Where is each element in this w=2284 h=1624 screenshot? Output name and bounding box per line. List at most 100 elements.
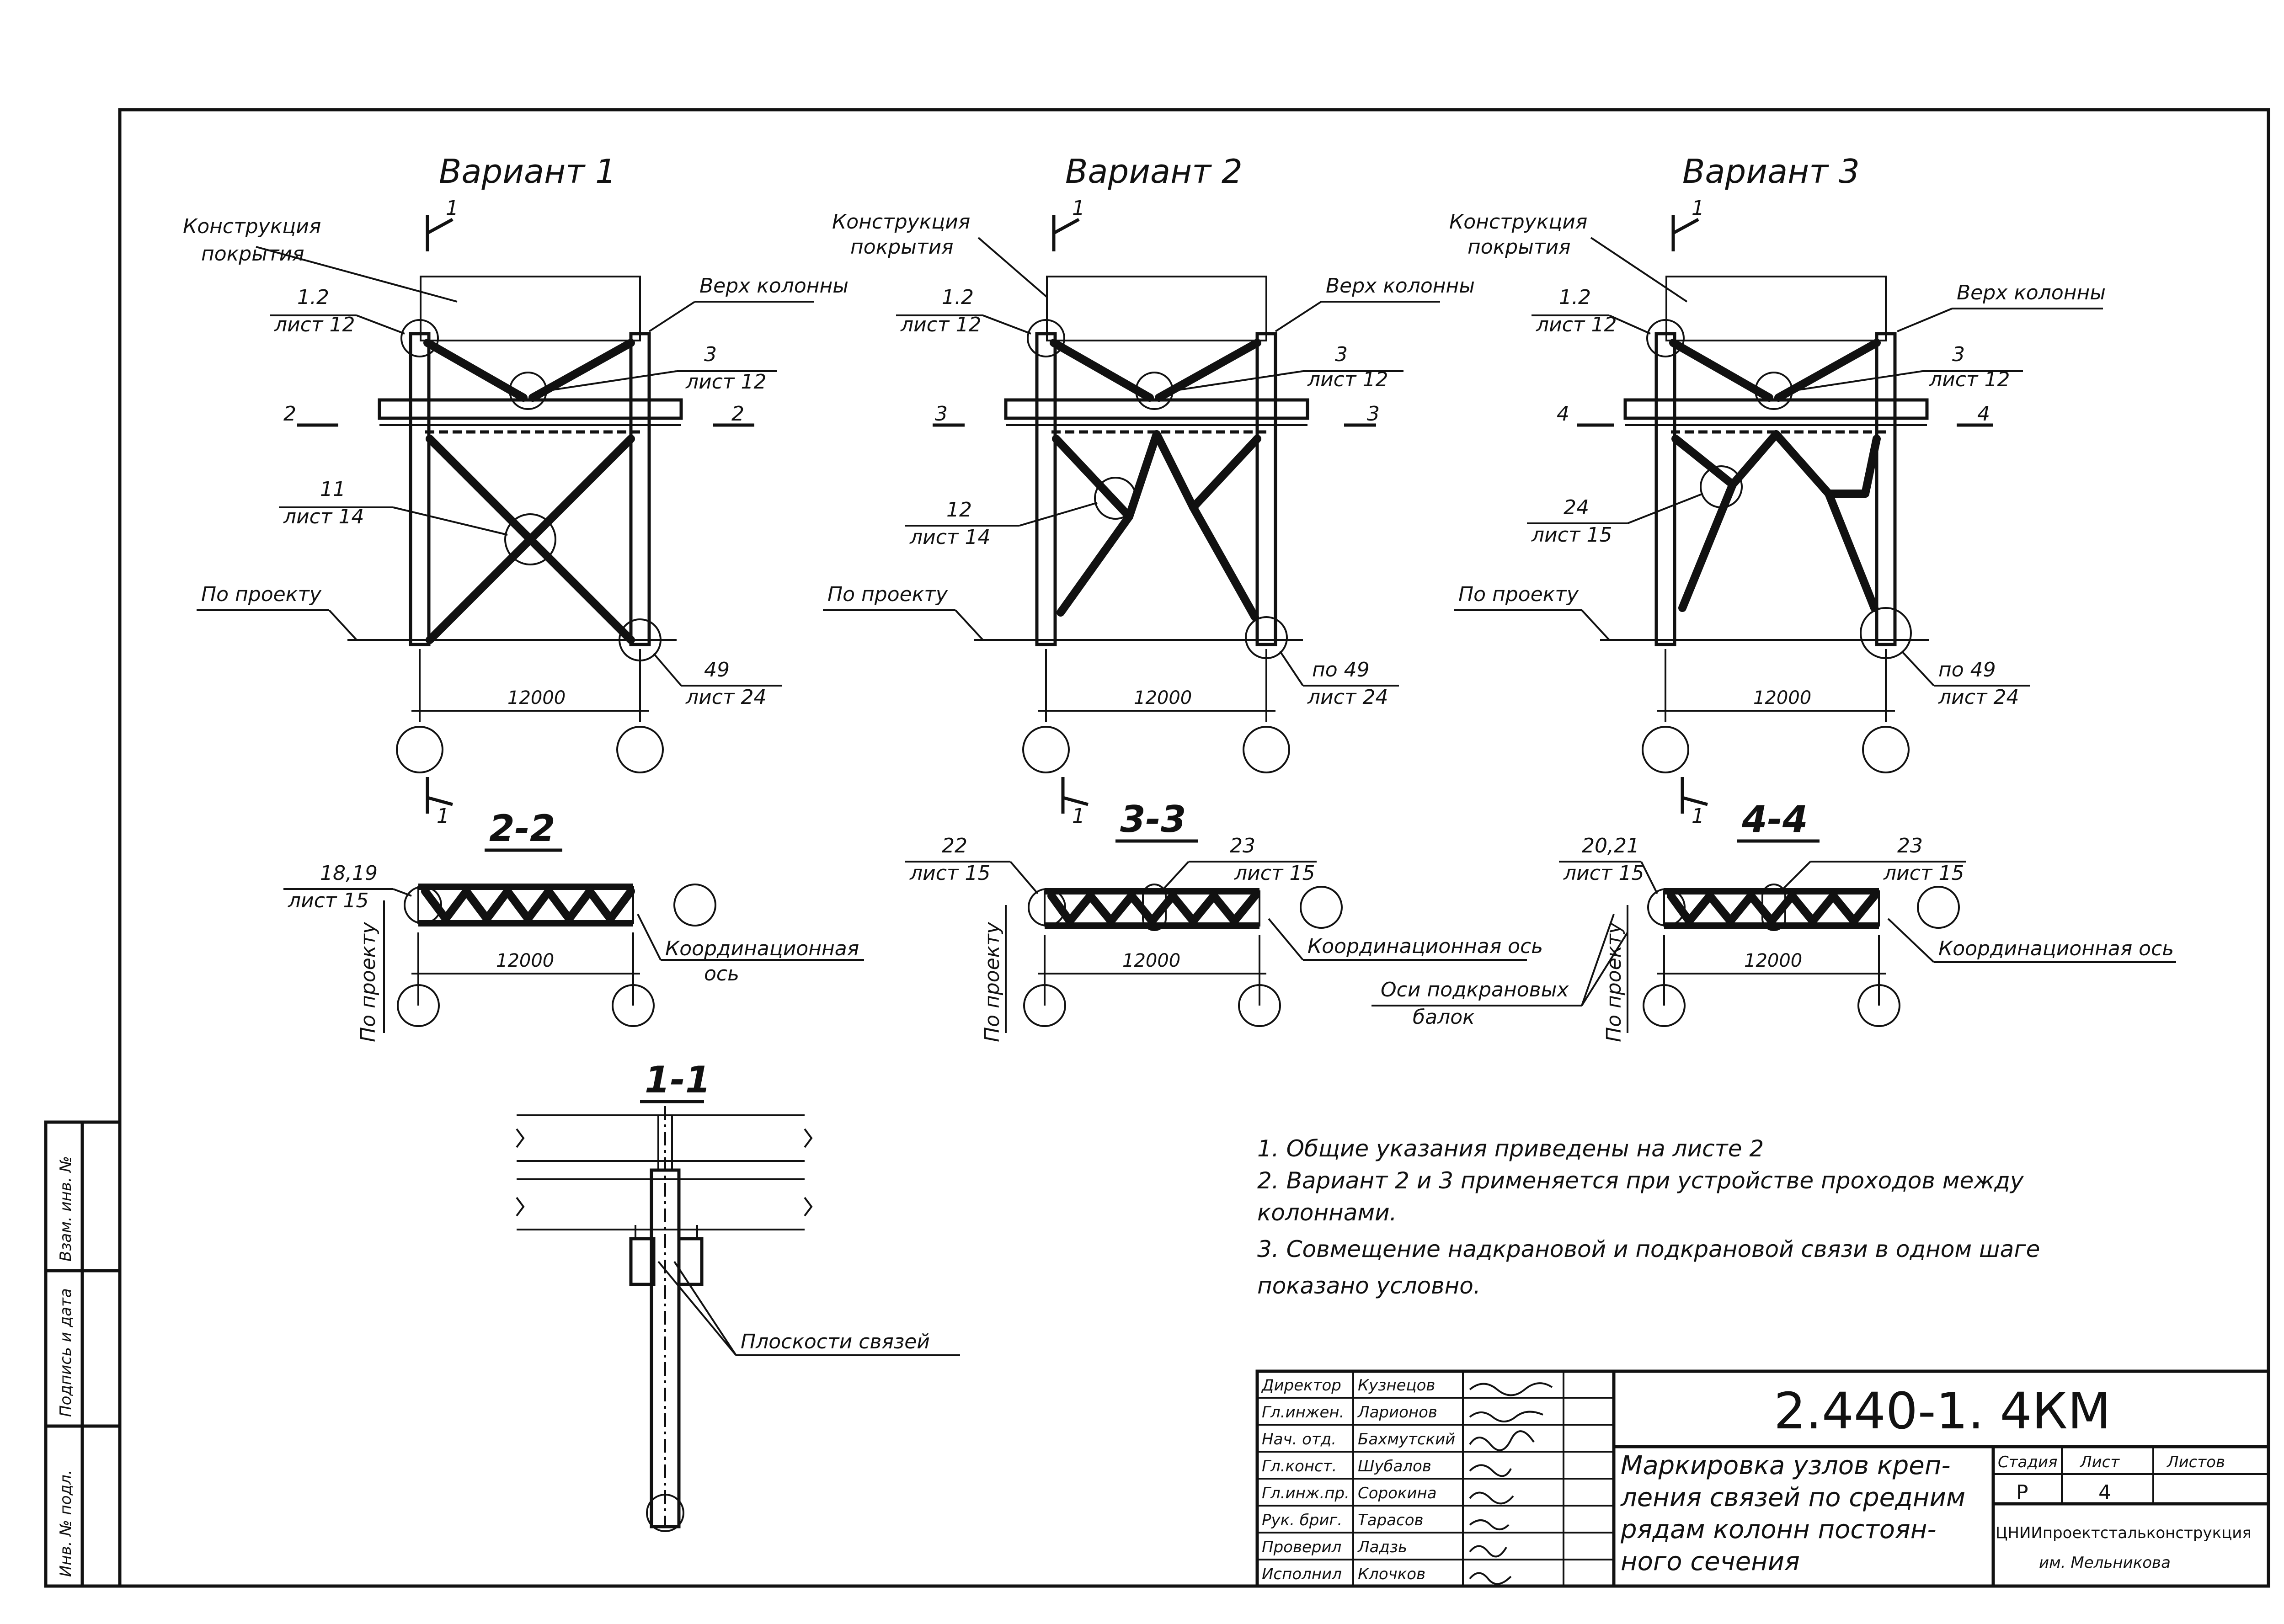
roof-leader bbox=[977, 237, 1048, 298]
crane-axes-callout: Оси подкрановых балок bbox=[1371, 914, 1628, 1029]
variant-1-title: Вариант 1 bbox=[439, 152, 616, 191]
node-1-2-sheet: лист 12 bbox=[900, 313, 982, 336]
node-12-sheet: лист 14 bbox=[909, 526, 991, 549]
axis-bubble-right bbox=[1243, 726, 1290, 773]
node-1-2-num: 1.2 bbox=[297, 286, 329, 309]
cut-1-bottom-arrow bbox=[1062, 796, 1089, 806]
roof-label-1: Конструкция bbox=[1449, 210, 1587, 234]
planes-label: Плоскости связей bbox=[741, 1330, 930, 1353]
coord-axis-leader bbox=[1268, 918, 1304, 961]
grade-label: По проекту bbox=[201, 583, 322, 606]
roof-leader bbox=[1590, 237, 1688, 303]
portal-brace-1 bbox=[1052, 435, 1133, 521]
node-23-marker bbox=[1761, 884, 1786, 931]
node-12-num: 12 bbox=[946, 498, 972, 522]
roof-structure bbox=[1046, 276, 1267, 341]
planes-leader-1 bbox=[657, 1261, 737, 1356]
node-18-19-circle bbox=[404, 886, 442, 924]
sec-2-left: 2 bbox=[283, 402, 296, 426]
tb-role-4: Гл.инж.пр. bbox=[1262, 1484, 1350, 1502]
node-24-leader bbox=[1627, 493, 1703, 524]
cut-1-bottom-arrow bbox=[427, 796, 453, 806]
cut-1-top-arrow bbox=[427, 218, 454, 235]
tb-stage-value: Р bbox=[2016, 1481, 2028, 1504]
node-3-num: 3 bbox=[1952, 343, 1965, 366]
span-value: 12000 bbox=[1744, 950, 1802, 971]
slab-break-marks bbox=[516, 1128, 813, 1148]
node-1-2-leader bbox=[356, 314, 405, 335]
crane-axes-label-1: Оси подкрановых bbox=[1381, 978, 1569, 1001]
section-1-1-title: 1-1 bbox=[645, 1059, 711, 1101]
coord-axis-label: Координационная ось bbox=[1307, 935, 1543, 958]
sec-3-left: 3 bbox=[935, 402, 948, 426]
node-23-sheet: лист 15 bbox=[1883, 862, 1964, 885]
signature-6 bbox=[1469, 1545, 1507, 1558]
tb-role-0: Директор bbox=[1261, 1376, 1341, 1395]
sec-2-right: 2 bbox=[731, 402, 744, 426]
node-49-leader bbox=[1279, 650, 1304, 687]
cut-1-top-label: 1 bbox=[1072, 197, 1085, 220]
portal-brace-6 bbox=[1189, 503, 1259, 621]
node-49-sheet: лист 24 bbox=[685, 686, 767, 709]
tb-name-5: Тарасов bbox=[1358, 1511, 1424, 1529]
crane-axes-leader-2 bbox=[1581, 932, 1628, 1006]
node-24-sheet: лист 15 bbox=[1531, 523, 1612, 547]
node-12-leader bbox=[1019, 502, 1098, 527]
node-49-sheet: лист 24 bbox=[1307, 686, 1388, 709]
variant-3-title: Вариант 3 bbox=[1682, 152, 1860, 191]
roof-label-2: покрытия bbox=[201, 242, 304, 266]
truss-web bbox=[421, 884, 635, 926]
tb-role-3: Гл.конст. bbox=[1262, 1457, 1337, 1475]
upper-brace-left bbox=[1050, 339, 1154, 402]
axis-bubble-right bbox=[1862, 726, 1910, 773]
node-11-circle bbox=[504, 513, 556, 565]
span-value: 12000 bbox=[496, 950, 554, 971]
lower-brace-x2 bbox=[426, 435, 635, 644]
side-stamp-frame-2 bbox=[80, 1120, 122, 1588]
tb-name-3: Шубалов bbox=[1358, 1457, 1431, 1475]
node-49-leader bbox=[653, 653, 682, 687]
span-value: 12000 bbox=[1122, 950, 1180, 971]
tb-name-2: Бахмутский bbox=[1358, 1430, 1455, 1448]
span-value: 12000 bbox=[1134, 687, 1192, 708]
node-11-sheet: лист 14 bbox=[283, 505, 364, 528]
grade-leader bbox=[955, 609, 984, 641]
axis-bubble-bottom bbox=[646, 1494, 684, 1532]
node-1-2-sheet: лист 12 bbox=[1536, 313, 1617, 336]
signature-4 bbox=[1469, 1491, 1514, 1505]
sec-4-right: 4 bbox=[1977, 402, 1990, 426]
col-top-leader bbox=[1275, 301, 1322, 332]
general-notes: 1. Общие указания приведены на листе 2 2… bbox=[1257, 1135, 2040, 1299]
cut-1-top-label: 1 bbox=[446, 197, 459, 220]
node-23-num: 23 bbox=[1230, 834, 1255, 857]
axis-bubble-top-right bbox=[673, 884, 716, 926]
tb-name-6: Ладзь bbox=[1357, 1538, 1407, 1556]
column-right bbox=[629, 332, 651, 646]
note-line-2: 2. Вариант 2 и 3 применяется при устройс… bbox=[1257, 1167, 2024, 1194]
variant-1-elevation: Вариант 1 Конструкция покрытия 1 1.2 лис… bbox=[183, 152, 848, 828]
node-20-21-circle bbox=[1647, 888, 1686, 926]
axis-bubble-left bbox=[1022, 726, 1070, 773]
roof-structure bbox=[1665, 276, 1887, 341]
portal-brace-4 bbox=[1772, 430, 1833, 498]
node-3-num: 3 bbox=[704, 343, 717, 366]
planes-leader-2 bbox=[673, 1261, 737, 1356]
column-left bbox=[1035, 332, 1057, 646]
axis-bubble-right bbox=[616, 726, 664, 773]
axis-bubble-top-right bbox=[1300, 886, 1343, 929]
roof-label-2: покрытия bbox=[1468, 235, 1571, 259]
node-11-num: 11 bbox=[320, 478, 346, 501]
column-left bbox=[409, 332, 431, 646]
cut-1-top-arrow bbox=[1053, 218, 1080, 235]
upper-brace-right bbox=[528, 339, 635, 402]
tb-role-2: Нач. отд. bbox=[1262, 1430, 1336, 1448]
node-1-2-leader bbox=[982, 314, 1031, 335]
node-1-2-circle bbox=[400, 319, 439, 357]
upper-brace-right bbox=[1155, 339, 1261, 402]
doc-title-line-2: ления связей по средним bbox=[1620, 1483, 1965, 1512]
tb-col-stage: Стадия bbox=[1998, 1453, 2057, 1471]
signature-7 bbox=[1469, 1572, 1512, 1585]
side-stamp: Инв. № подл. Подпись и дата Взам. инв. № bbox=[44, 1120, 122, 1588]
node-1-2-circle bbox=[1027, 319, 1065, 357]
